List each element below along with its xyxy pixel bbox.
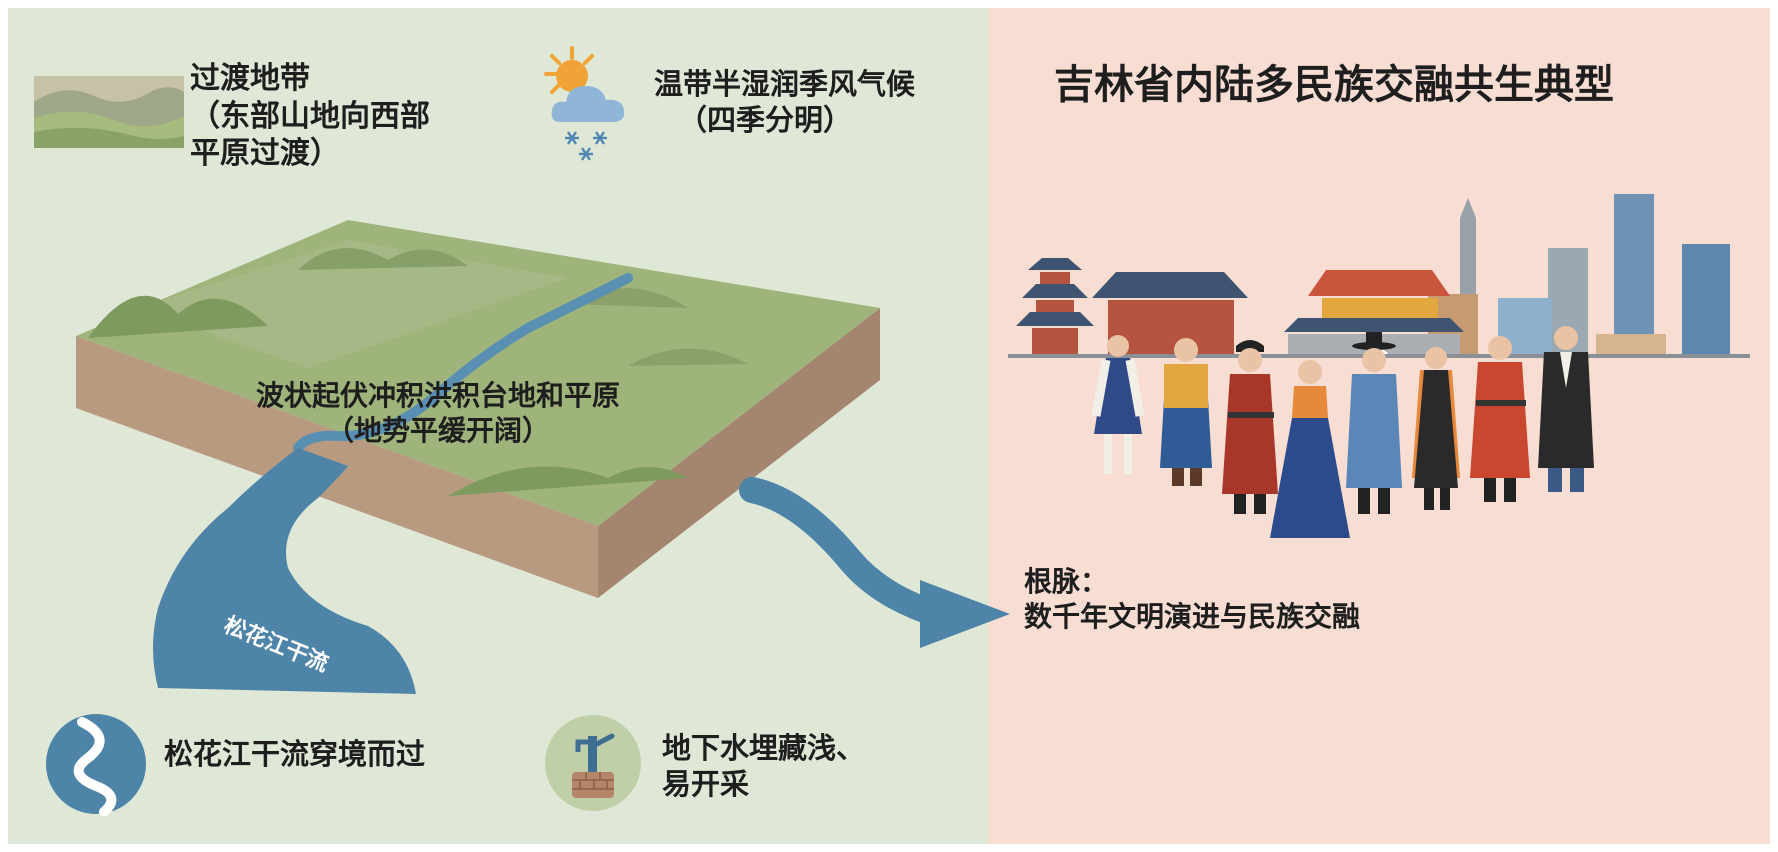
terrain-line2: （地势平缓开阔） — [326, 414, 551, 447]
transition-line2: （东部山地向西部 — [190, 98, 430, 134]
transition-line1: 过渡地带 — [190, 61, 310, 96]
geography-panel: 过渡地带 （东部山地向西部 平原过渡） 温带半湿润季风气候 （四季分明） — [8, 8, 988, 844]
skyline-graphic — [1008, 194, 1750, 358]
panel-title: 吉林省内陆多民族交融共生典型 — [1054, 62, 1614, 108]
well-pump-icon — [545, 715, 641, 811]
roots-line2: 数千年文明演进与民族交融 — [1024, 600, 1361, 633]
groundwater-line1: 地下水埋藏浅、 — [662, 731, 866, 765]
terrain-line1: 波状起伏冲积洪积台地和平原 — [256, 379, 621, 412]
person-2 — [1160, 338, 1212, 486]
transition-line3: 平原过渡） — [190, 136, 340, 171]
roots-text: 根脉： 数千年文明演进与民族交融 — [1024, 564, 1360, 634]
person-8 — [1538, 326, 1594, 492]
person-4 — [1270, 360, 1350, 538]
city-and-people-illustration — [1008, 194, 1750, 538]
groundwater-line2: 易开采 — [662, 767, 750, 802]
climate-text: 温带半湿润季风气候 （四季分明） — [654, 66, 915, 139]
people-group — [1091, 326, 1594, 538]
roots-line1: 根脉： — [1024, 565, 1109, 598]
sun-cloud-snow-icon — [544, 46, 625, 161]
person-3 — [1222, 340, 1278, 514]
terrain-block-illustration — [76, 220, 880, 694]
river-note-text: 松花江干流穿境而过 — [164, 737, 426, 771]
climate-line2: （四季分明） — [678, 103, 853, 138]
person-7 — [1470, 336, 1530, 502]
person-1 — [1091, 335, 1145, 474]
person-6 — [1412, 347, 1460, 510]
river-icon — [46, 714, 146, 816]
person-5 — [1346, 332, 1402, 514]
terrain-text: 波状起伏冲积洪积台地和平原 （地势平缓开阔） — [256, 378, 620, 448]
groundwater-text: 地下水埋藏浅、 易开采 — [662, 730, 865, 803]
climate-line1: 温带半湿润季风气候 — [654, 67, 916, 101]
ethnic-panel: 吉林省内陆多民族交融共生典型 — [988, 8, 1770, 844]
hills-icon — [34, 76, 184, 148]
transition-zone-text: 过渡地带 （东部山地向西部 平原过渡） — [190, 60, 430, 173]
